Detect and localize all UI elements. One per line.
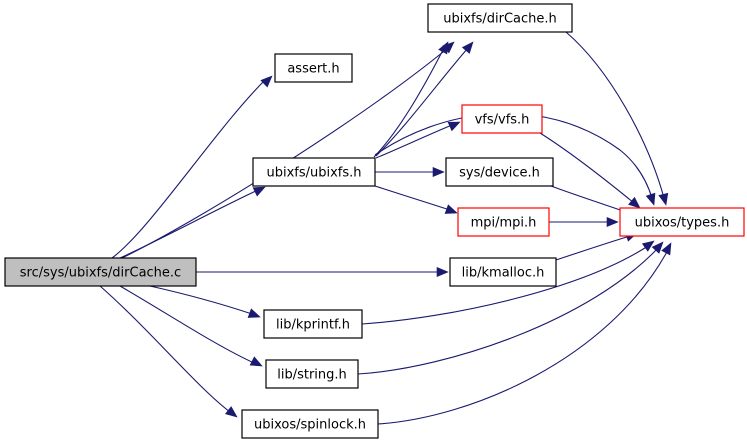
edge-line <box>119 285 255 364</box>
node-box[interactable] <box>4 257 197 287</box>
arrow-head-icon <box>249 356 263 367</box>
edge-lib_string_h-to-ubixos_types_h <box>357 241 664 375</box>
node-sys_device_h[interactable]: sys/device.h <box>445 157 554 187</box>
edge-dircache_c-to-assert_h <box>111 75 273 259</box>
node-box[interactable] <box>274 53 353 83</box>
edge-line <box>555 235 631 261</box>
arrow-head-icon <box>438 41 449 55</box>
arrow-head-icon <box>436 266 449 278</box>
node-vfs_vfs_h[interactable]: vfs/vfs.h <box>461 104 543 134</box>
node-label: ubixfs/ubixfs.h <box>266 166 361 181</box>
edge-ubixfs_h-to-dircache_h <box>373 41 449 158</box>
arrow-head-icon <box>645 192 656 206</box>
arrow-head-icon <box>461 41 474 54</box>
edge-ubixfs_h-to-vfs_vfs_h <box>375 121 461 159</box>
node-box[interactable] <box>263 309 363 339</box>
node-label: lib/string.h <box>277 368 347 383</box>
edge-line <box>99 285 231 413</box>
arrow-head-icon <box>651 241 664 254</box>
node-label: lib/kprintf.h <box>276 318 350 333</box>
node-box[interactable] <box>252 157 376 187</box>
edges-layer <box>99 31 672 425</box>
arrow-head-icon <box>641 240 655 252</box>
node-label: ubixfs/dirCache.h <box>443 12 557 27</box>
edge-dircache_c-to-ubixos_spinlock_h <box>99 285 238 418</box>
edge-line <box>374 185 451 211</box>
edge-line <box>361 245 649 325</box>
arrow-head-icon <box>432 166 445 178</box>
edge-line <box>357 247 659 375</box>
edge-ubixos_spinlock_h-to-ubixos_types_h <box>377 242 672 425</box>
edge-dircache_c-to-lib_string_h <box>119 285 263 367</box>
node-label: vfs/vfs.h <box>475 113 530 128</box>
edge-line <box>539 132 635 204</box>
edge-line <box>149 285 253 315</box>
node-label: ubixos/spinlock.h <box>254 418 366 433</box>
arrow-head-icon <box>606 216 619 228</box>
node-box[interactable] <box>461 104 543 134</box>
edge-dircache_h-to-ubixos_types_h <box>565 31 669 206</box>
node-label: mpi/mpi.h <box>471 216 537 231</box>
edge-ubixfs_h-to-ubixos_types_h <box>374 112 656 206</box>
edge-vfs_vfs_h-to-ubixos_types_h <box>539 132 641 209</box>
arrow-head-icon <box>658 192 669 206</box>
edge-line <box>565 31 665 199</box>
arrow-head-icon <box>260 75 273 88</box>
node-box[interactable] <box>619 207 745 237</box>
node-box[interactable] <box>445 157 554 187</box>
edge-line <box>373 47 445 158</box>
edge-dircache_c-to-ubixfs_h <box>119 186 266 259</box>
node-label: sys/device.h <box>459 166 540 181</box>
node-label: src/sys/ubixfs/dirCache.c <box>20 266 181 281</box>
edge-line <box>374 112 653 199</box>
edge-mpi_mpi_h-to-ubixos_types_h <box>549 216 619 228</box>
edge-line <box>375 124 453 159</box>
node-lib_kprintf_h[interactable]: lib/kprintf.h <box>263 309 363 339</box>
edge-ubixfs_h-to-mpi_mpi_h <box>374 185 458 214</box>
node-label: lib/kmalloc.h <box>462 266 545 281</box>
node-lib_kmalloc_h[interactable]: lib/kmalloc.h <box>449 257 557 287</box>
nodes-layer: ubixfs/dirCache.h assert.h vfs/vfs.h ubixfs… <box>4 3 745 439</box>
node-label: ubixos/types.h <box>635 216 730 231</box>
node-ubixos_types_h[interactable]: ubixos/types.h <box>619 207 745 237</box>
node-box[interactable] <box>449 257 557 287</box>
node-box[interactable] <box>265 359 359 389</box>
node-box[interactable] <box>241 409 379 439</box>
node-assert_h[interactable]: assert.h <box>274 53 353 83</box>
node-ubixos_spinlock_h[interactable]: ubixos/spinlock.h <box>241 409 379 439</box>
arrow-head-icon <box>447 121 461 132</box>
node-box[interactable] <box>427 3 573 33</box>
arrow-head-icon <box>247 308 261 318</box>
arrow-head-icon <box>224 406 238 418</box>
node-dircache_c[interactable]: src/sys/ubixfs/dirCache.c <box>4 257 197 287</box>
edge-line <box>377 249 669 425</box>
arrow-head-icon <box>444 204 458 214</box>
edge-line <box>119 189 259 259</box>
edge-ubixfs_h-to-sys_device_h <box>375 166 445 178</box>
arrow-head-icon <box>252 186 266 197</box>
node-dircache_h[interactable]: ubixfs/dirCache.h <box>427 3 573 33</box>
node-box[interactable] <box>457 207 550 237</box>
node-ubixfs_h[interactable]: ubixfs/ubixfs.h <box>252 157 376 187</box>
node-label: assert.h <box>287 62 339 77</box>
edge-line <box>111 79 266 259</box>
edge-ubixfs_h-to-dircache_h <box>375 41 474 157</box>
edge-dircache_c-to-lib_kprintf_h <box>149 285 261 318</box>
node-lib_string_h[interactable]: lib/string.h <box>265 359 359 389</box>
edge-lib_kprintf_h-to-ubixos_types_h <box>361 240 655 325</box>
node-mpi_mpi_h[interactable]: mpi/mpi.h <box>457 207 550 237</box>
edge-dircache_c-to-lib_kmalloc_h <box>196 266 449 278</box>
arrow-head-icon <box>661 242 672 256</box>
edge-line <box>375 47 469 157</box>
arrow-head-icon <box>628 196 641 209</box>
